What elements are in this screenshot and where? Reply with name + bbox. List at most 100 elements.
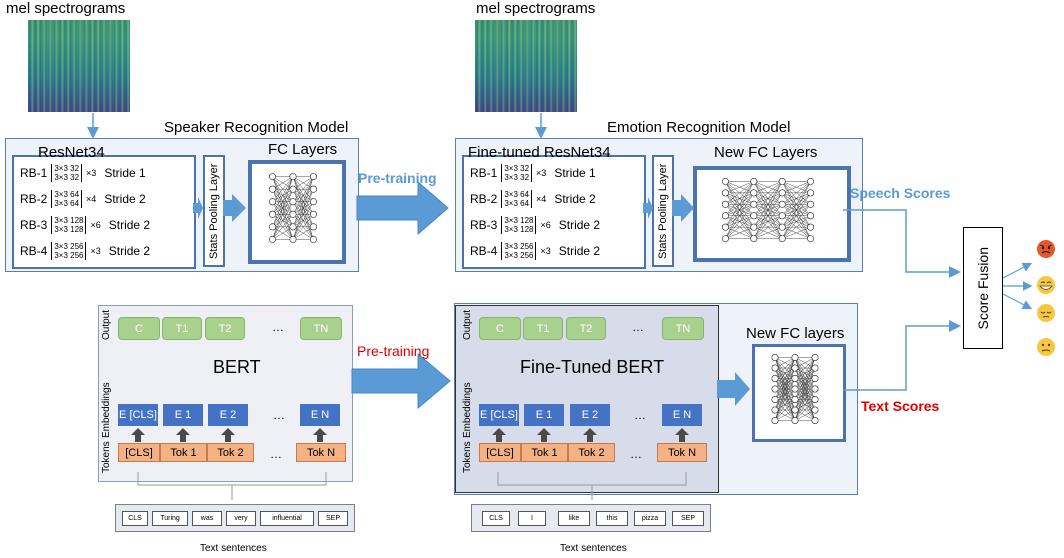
rb-matrix-bot: 3×3 64 <box>504 199 530 208</box>
rb-name: RB-1 <box>470 166 498 180</box>
neuron <box>750 189 758 197</box>
rb-stride: Stride 2 <box>554 192 596 206</box>
neuron <box>721 200 729 208</box>
bracket-lines-right <box>497 472 687 500</box>
neuron <box>309 198 317 206</box>
neuron <box>309 223 317 231</box>
rb-name: RB-3 <box>20 218 48 232</box>
token-cls: [CLS] <box>118 443 160 462</box>
neuron <box>268 223 276 231</box>
rb-name: RB-4 <box>20 244 48 258</box>
neuron <box>778 223 786 231</box>
rb-name: RB-2 <box>470 192 498 206</box>
word: pizza <box>634 511 666 526</box>
token-2: Tok 2 <box>207 443 254 462</box>
neuron <box>791 385 799 393</box>
rb-matrix-bot: 3×3 32 <box>504 173 530 182</box>
neuron <box>750 177 758 185</box>
token-ellipsis: … <box>630 447 642 461</box>
rb-name: RB-2 <box>20 192 48 206</box>
angry-face-icon <box>1037 240 1055 258</box>
bracket-lines-left <box>137 472 327 500</box>
fc-layers-box <box>248 160 346 264</box>
neuron <box>721 177 729 185</box>
word: very <box>226 511 256 526</box>
neuron <box>721 189 729 197</box>
neuron <box>811 385 819 393</box>
neuron <box>268 235 276 243</box>
neuron <box>309 235 317 243</box>
neuron <box>771 385 779 393</box>
neuron <box>791 354 799 362</box>
neuron <box>807 189 815 197</box>
embed-n: E N <box>662 404 702 426</box>
pretraining-label-top: Pre-training <box>358 170 437 186</box>
neuron <box>309 185 317 193</box>
token-1: Tok 1 <box>160 443 207 462</box>
rb-stride: Stride 2 <box>558 244 601 258</box>
finetuned-resnet34-title: Fine-tuned ResNet34 <box>468 144 611 161</box>
rb-matrix-bot: 3×3 256 <box>54 251 84 260</box>
output-tn: TN <box>662 317 704 340</box>
output-c: C <box>479 317 521 340</box>
neuron <box>268 173 276 181</box>
rb-matrix-top: 3×3 32 <box>504 164 530 173</box>
neuron <box>721 223 729 231</box>
speech-scores-label: Speech Scores <box>850 185 951 201</box>
word: was <box>192 511 222 526</box>
neuron <box>791 374 799 382</box>
token-1: Tok 1 <box>521 443 568 462</box>
up-arrows-ftbert <box>492 428 689 442</box>
embed-cls: E [CLS] <box>118 404 158 426</box>
neuron <box>289 223 297 231</box>
neuron <box>811 354 819 362</box>
text-sentences-caption-left: Text sentences <box>200 543 267 554</box>
neuron <box>750 212 758 220</box>
rb-mult: ×3 <box>540 246 551 256</box>
neuron <box>721 212 729 220</box>
rb-matrix-bot: 3×3 32 <box>54 173 80 182</box>
rb-mult: ×3 <box>536 168 547 178</box>
neuron <box>811 406 819 414</box>
token-ellipsis: … <box>270 447 282 461</box>
rb-stride: Stride 2 <box>108 244 151 258</box>
sentence-box-right: CLS I like this pizza SEP <box>471 504 711 532</box>
word: like <box>558 511 590 526</box>
rb-name: RB-1 <box>20 166 48 180</box>
new-fc-layers-title: New FC Layers <box>714 144 818 161</box>
rb-matrix-top: 3×3 256 <box>54 242 84 251</box>
score-fusion-box: Score Fusion <box>963 227 1003 349</box>
neuron <box>811 395 819 403</box>
neuron <box>289 210 297 218</box>
rb-matrix-top: 3×3 128 <box>504 216 534 225</box>
word: this <box>596 511 628 526</box>
neuron <box>778 200 786 208</box>
fc-layers-title: FC Layers <box>268 141 338 158</box>
rb-matrix-top: 3×3 256 <box>504 242 534 251</box>
output-c: C <box>118 317 160 340</box>
speaker-model-title: Speaker Recognition Model <box>164 119 349 136</box>
embed-1: E 1 <box>163 404 203 426</box>
word: I <box>518 511 546 526</box>
ftbert-title: Fine-Tuned BERT <box>520 357 665 377</box>
rb-mult: ×3 <box>90 246 101 256</box>
spec-label-right: mel spectrograms <box>476 0 596 17</box>
neuron <box>268 185 276 193</box>
neuron <box>268 198 276 206</box>
neuron <box>807 235 815 243</box>
neuron <box>778 189 786 197</box>
grinning-face-icon <box>1037 276 1055 294</box>
neuron <box>289 185 297 193</box>
rb-name: RB-3 <box>470 218 498 232</box>
